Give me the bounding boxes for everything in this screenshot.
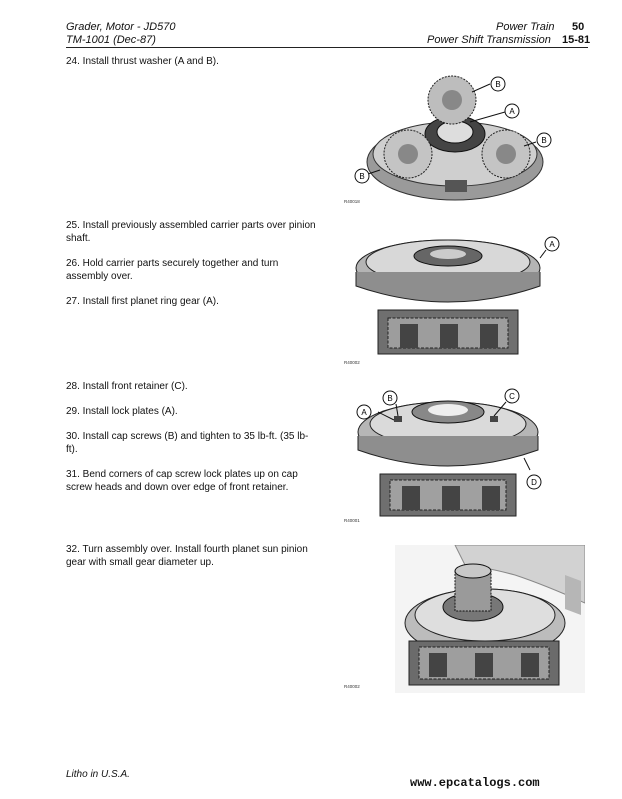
figure-2-illustration: A: [355, 236, 560, 355]
svg-text:A: A: [509, 107, 515, 116]
callout-b-left: B: [354, 168, 370, 184]
step-block-2: 25. Install previously assembled carrier…: [66, 219, 318, 320]
svg-text:B: B: [359, 172, 364, 181]
callout-c: C: [504, 388, 520, 404]
callout-a: A: [356, 404, 372, 420]
step-block-3: 28. Install front retainer (C). 29. Inst…: [66, 380, 318, 506]
step-31: 31. Bend corners of cap screw lock plate…: [66, 469, 298, 493]
step-25: 25. Install previously assembled carrier…: [66, 220, 316, 244]
website-watermark: www.epcatalogs.com: [410, 776, 540, 790]
figure-sun-pinion: [395, 544, 586, 693]
svg-text:B: B: [541, 136, 546, 145]
step-block-1: 24. Install thrust washer (A and B).: [66, 55, 318, 80]
section-title: Power Train: [496, 21, 555, 33]
step-block-4: 32. Turn assembly over. Install fourth p…: [66, 543, 318, 581]
figure-4-code: R40002: [344, 684, 360, 689]
step-24: 24. Install thrust washer (A and B).: [66, 56, 219, 67]
figure-3-code: R40001: [344, 518, 360, 523]
header-rule: [66, 47, 588, 48]
figure-ring-gear: A: [340, 228, 570, 366]
step-32: 32. Turn assembly over. Install fourth p…: [66, 544, 308, 568]
callout-a: A: [544, 236, 560, 252]
svg-text:A: A: [549, 240, 555, 249]
callout-b-right: B: [536, 132, 552, 148]
step-27: 27. Install first planet ring gear (A).: [66, 296, 219, 307]
subsection-title: Power Shift Transmission: [427, 34, 551, 46]
svg-text:A: A: [361, 408, 367, 417]
callout-b: B: [382, 390, 398, 406]
callout-b-top: B: [490, 76, 506, 92]
figure-3-illustration: B C A D: [356, 388, 542, 517]
svg-text:B: B: [495, 80, 500, 89]
callout-d: D: [526, 474, 542, 490]
svg-text:B: B: [387, 394, 392, 403]
doc-id: TM-1001 (Dec-87): [66, 34, 156, 46]
step-26: 26. Hold carrier parts securely together…: [66, 258, 279, 282]
callout-a: A: [504, 103, 520, 119]
step-30: 30. Install cap screws (B) and tighten t…: [66, 431, 309, 455]
litho-note: Litho in U.S.A.: [66, 769, 130, 780]
doc-title: Grader, Motor - JD570: [66, 21, 176, 33]
figure-1-code: R40018: [344, 199, 360, 204]
step-29: 29. Install lock plates (A).: [66, 406, 178, 417]
figure-2-code: R40002: [344, 360, 360, 365]
figure-front-retainer: B C A D: [340, 386, 570, 528]
svg-text:D: D: [531, 478, 537, 487]
section-number: 50: [572, 21, 585, 33]
figure-4-illustration: [395, 544, 586, 693]
page-reference: 15-81: [562, 34, 591, 46]
figure-1-illustration: B A B B: [354, 75, 552, 201]
figure-planet-carrier: B A B B: [340, 62, 570, 212]
svg-text:C: C: [509, 392, 515, 401]
step-28: 28. Install front retainer (C).: [66, 381, 188, 392]
